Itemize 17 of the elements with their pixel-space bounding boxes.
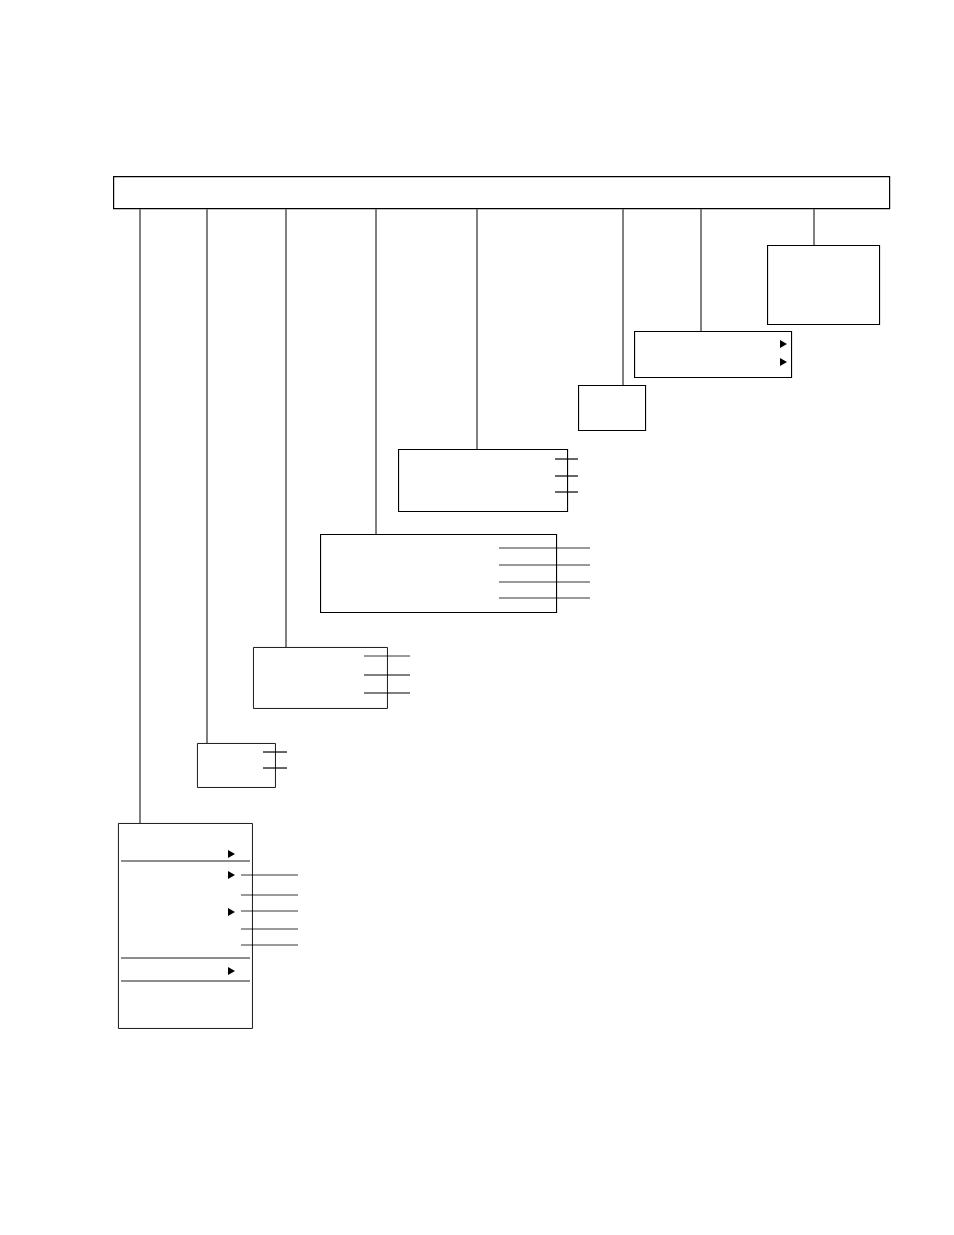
connector-line: [375, 208, 377, 535]
connector-line: [206, 208, 208, 744]
connector-line: [285, 208, 287, 648]
menu-box: [118, 823, 253, 1029]
connector-line: [622, 208, 624, 386]
menu-box: [398, 449, 569, 513]
connector-line: [139, 208, 141, 824]
connector-line: [813, 208, 815, 246]
connector-line: [476, 208, 478, 450]
menu-box: [634, 331, 793, 379]
menu-box: [253, 647, 388, 709]
menu-box: [197, 743, 276, 788]
menu-box: [320, 534, 558, 614]
menu-box: [578, 385, 647, 432]
menu-box: [767, 245, 881, 326]
menu-bar: [113, 176, 891, 210]
connector-line: [700, 208, 702, 332]
